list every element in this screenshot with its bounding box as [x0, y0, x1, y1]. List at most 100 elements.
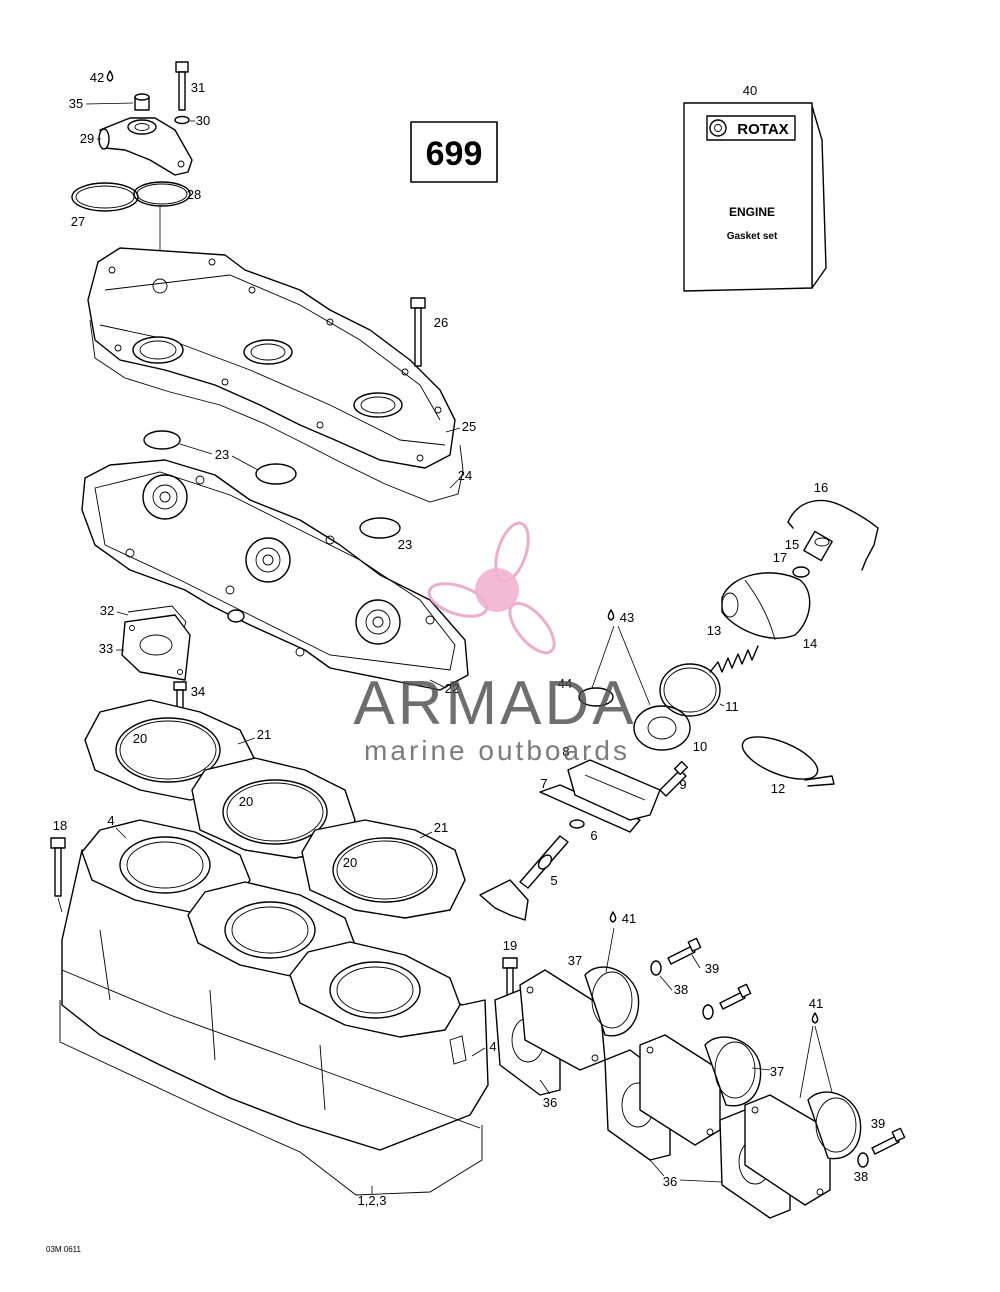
- wire-clip-16: [787, 499, 879, 571]
- rotary-valve-shaft-5: [479, 835, 569, 921]
- propeller-logo-icon: [427, 521, 556, 655]
- callout-31: 31: [191, 80, 205, 95]
- callout-21: 21: [434, 820, 448, 835]
- callout-23: 23: [398, 537, 412, 552]
- leader-11: [719, 703, 725, 707]
- callout-20: 20: [133, 731, 147, 746]
- callout-32: 32: [100, 603, 114, 618]
- leader-4a: [115, 827, 127, 839]
- callout-10: 10: [693, 739, 707, 754]
- callout-9: 9: [679, 777, 686, 792]
- manual-subtitle: Gasket set: [727, 231, 778, 242]
- callout-38: 38: [854, 1169, 868, 1184]
- callout-11: 11: [725, 699, 739, 714]
- leader-23a: [179, 443, 213, 455]
- callout-24: 24: [458, 468, 472, 483]
- intake-manifold-37-a: [519, 966, 640, 1071]
- callout-23: 23: [215, 447, 229, 462]
- cylinder-head-cover-25: [87, 247, 456, 469]
- thermostat-housing-29: [98, 117, 193, 176]
- callout-8: 8: [562, 744, 569, 759]
- callout-40: 40: [743, 83, 757, 98]
- leader-41b: [799, 1025, 833, 1099]
- callout-37: 37: [568, 953, 582, 968]
- ring-gasket-11: [659, 663, 721, 717]
- callout-39: 39: [871, 1116, 885, 1131]
- callout-29: 29: [80, 131, 94, 146]
- oil-drop-icon: [106, 70, 114, 82]
- cylinder-head-22: [81, 459, 469, 691]
- callout-39: 39: [705, 961, 719, 976]
- manual-brand: ROTAX: [737, 121, 788, 138]
- bolt-39-b: [719, 983, 752, 1010]
- bolt-39-c: [871, 1127, 906, 1155]
- intake-manifold-37-b: [639, 1034, 762, 1146]
- valve-gasket-7: [539, 784, 641, 833]
- o-ring-44: [578, 687, 614, 707]
- leader-21a: [237, 737, 256, 745]
- base-gasket-1-2-3: [59, 1000, 483, 1196]
- callouts: 42 35 31 30 29 28 27 26 25 23 24 23 16 1…: [53, 70, 885, 1208]
- callout-42: 42: [90, 70, 104, 85]
- leader-32: [116, 611, 129, 616]
- o-ring-17: [792, 566, 810, 578]
- gasket-set-manual-40: ROTAX ENGINE Gasket set: [683, 102, 827, 292]
- callout-20: 20: [239, 794, 253, 809]
- callout-1-2-3: 1,2,3: [358, 1193, 387, 1208]
- cylinder-block-4: [61, 819, 489, 1151]
- leader-25: [445, 427, 461, 433]
- callout-6: 6: [590, 828, 597, 843]
- callout-22: 22: [445, 681, 459, 696]
- nut-35: [134, 93, 150, 111]
- washer-30: [174, 115, 190, 125]
- callout-41: 41: [622, 911, 636, 926]
- callout-41: 41: [809, 996, 823, 1011]
- spring-13: [709, 645, 759, 673]
- nut-15: [803, 530, 833, 562]
- clamp-12: [741, 736, 835, 787]
- leader-4b: [471, 1047, 486, 1057]
- callout-13: 13: [707, 623, 721, 638]
- watermark-tagline: marine outboards: [364, 735, 630, 766]
- manual-title: ENGINE: [729, 205, 775, 219]
- callout-4: 4: [107, 813, 114, 828]
- model-number: 699: [426, 135, 483, 173]
- leader-23b: [231, 455, 259, 471]
- callout-38: 38: [674, 982, 688, 997]
- callout-21: 21: [257, 727, 271, 742]
- drawing-code: 03M 0611: [46, 1245, 82, 1254]
- o-ring-6: [569, 819, 585, 829]
- bolt-39-a: [667, 937, 702, 965]
- model-badge: 699: [410, 121, 498, 183]
- bolt-31: [175, 61, 189, 111]
- leader-21b: [419, 831, 433, 839]
- callout-33: 33: [99, 641, 113, 656]
- callout-37: 37: [770, 1064, 784, 1079]
- callout-26: 26: [434, 315, 448, 330]
- callout-14: 14: [803, 636, 817, 651]
- leader-24: [449, 479, 459, 489]
- cover-plate-33: [121, 614, 191, 681]
- callout-28: 28: [187, 187, 201, 202]
- callout-25: 25: [462, 419, 476, 434]
- callout-35: 35: [69, 96, 83, 111]
- leader-39a: [691, 954, 701, 969]
- leader-41a: [605, 927, 615, 973]
- callout-12: 12: [771, 781, 785, 796]
- callout-16: 16: [814, 480, 828, 495]
- callout-17: 17: [773, 550, 787, 565]
- watermark: ARMADA marine outboards: [353, 521, 634, 766]
- intake-manifold-37-c: [744, 1091, 862, 1206]
- callout-15: 15: [785, 537, 799, 552]
- oil-drop-icon: [811, 1012, 819, 1024]
- callout-20: 20: [343, 855, 357, 870]
- gasket-ring-27: [71, 182, 139, 212]
- leader-36a: [539, 1079, 551, 1095]
- leader-36b: [649, 1159, 723, 1183]
- callout-34: 34: [191, 684, 205, 699]
- leader-18: [57, 897, 63, 913]
- callout-5: 5: [550, 873, 557, 888]
- callout-7: 7: [540, 776, 547, 791]
- callout-44: 44: [558, 676, 572, 691]
- leader-35: [85, 102, 134, 105]
